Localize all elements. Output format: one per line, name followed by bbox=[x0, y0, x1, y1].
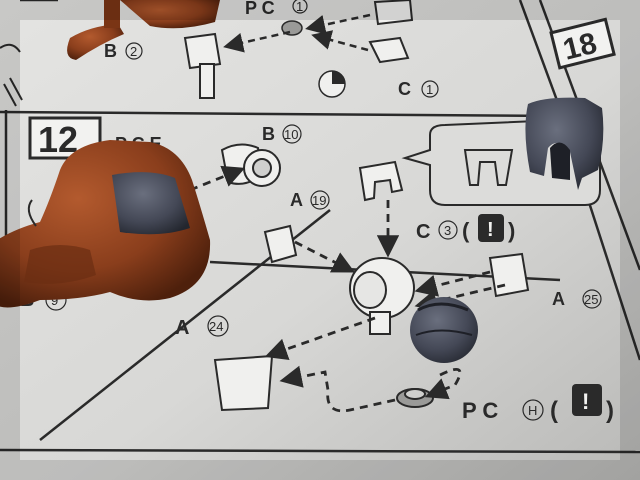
grey-part-c3 bbox=[525, 97, 604, 190]
part-c3-drawing bbox=[358, 160, 404, 202]
label-pc1-num: 1 bbox=[296, 0, 303, 14]
brown-part-main bbox=[0, 140, 211, 308]
part-b2-drawing bbox=[183, 32, 222, 99]
brown-part-top bbox=[67, 0, 220, 60]
label-b9-num: 9 bbox=[51, 293, 58, 308]
label-c3-num: 3 bbox=[444, 223, 451, 238]
part-pch-drawing bbox=[396, 388, 434, 408]
label-c1-num: 1 bbox=[426, 82, 433, 97]
step-18-badge: 18 bbox=[549, 17, 616, 70]
top-arrows bbox=[223, 13, 371, 53]
assembled-joint-drawing bbox=[349, 257, 415, 335]
warning-badge-pch bbox=[572, 384, 602, 416]
label-b10-num: 10 bbox=[284, 127, 298, 142]
label-a19: A bbox=[290, 190, 303, 210]
label-pch-num: H bbox=[528, 403, 537, 418]
label-a25-num: 25 bbox=[584, 292, 598, 307]
part-a25-drawing bbox=[488, 252, 530, 298]
part-a24-drawing bbox=[213, 354, 274, 412]
label-b2: B bbox=[104, 41, 117, 61]
step-12-number: 12 bbox=[38, 119, 78, 160]
label-b2-num: 2 bbox=[130, 44, 137, 59]
grey-part-cap bbox=[410, 297, 478, 363]
part-c1-drawing bbox=[368, 36, 410, 64]
label-a24: A bbox=[175, 317, 189, 339]
label-b10: B bbox=[262, 124, 275, 144]
svg-text:(: ( bbox=[550, 397, 558, 424]
top-right-part bbox=[373, 0, 414, 26]
warning-badge-c3 bbox=[478, 214, 504, 242]
part-a19-drawing bbox=[263, 224, 298, 264]
label-pch: P C bbox=[462, 398, 498, 423]
c3-closeup-drawing bbox=[463, 149, 514, 186]
svg-text:(: ( bbox=[462, 218, 470, 243]
label-c1: C bbox=[398, 79, 411, 99]
step-18-number: 18 bbox=[560, 27, 600, 67]
svg-text:): ) bbox=[508, 218, 515, 243]
label-a25: A bbox=[552, 289, 565, 309]
warning-mark-c3: ! bbox=[487, 219, 494, 241]
left-margin-fragment bbox=[0, 43, 37, 227]
label-pc1: P C bbox=[245, 0, 275, 18]
svg-text:): ) bbox=[606, 397, 614, 424]
label-c3: C bbox=[416, 221, 430, 243]
label-a19-num: 19 bbox=[312, 193, 326, 208]
warning-mark-pch: ! bbox=[582, 389, 589, 414]
label-a24-num: 24 bbox=[209, 319, 223, 334]
